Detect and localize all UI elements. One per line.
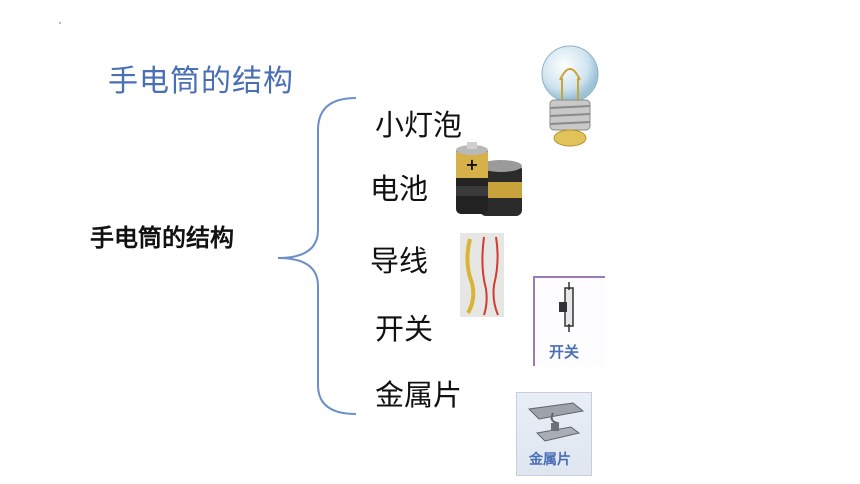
component-label-wire: 导线 [370,244,429,278]
metal-plate-icon [527,402,585,442]
switch-picture: 开关 [533,276,605,366]
switch-picture-caption: 开关 [549,343,580,361]
corner-dot [59,22,61,24]
component-label-battery: 电池 [370,172,429,206]
structure-label: 手电筒的结构 [90,224,234,252]
slide-title: 手电筒的结构 [108,64,294,99]
switch-icon [559,282,574,332]
component-label-bulb: 小灯泡 [375,108,463,142]
battery-icon: + [456,142,522,216]
component-label-switch: 开关 [375,312,434,346]
svg-text:+: + [465,155,478,174]
wires-icon [460,233,504,317]
component-label-metal: 金属片 [375,378,463,412]
light-bulb-icon [541,45,599,147]
metal-plate-picture: 金属片 [516,392,592,476]
metal-plate-picture-caption: 金属片 [529,452,571,468]
